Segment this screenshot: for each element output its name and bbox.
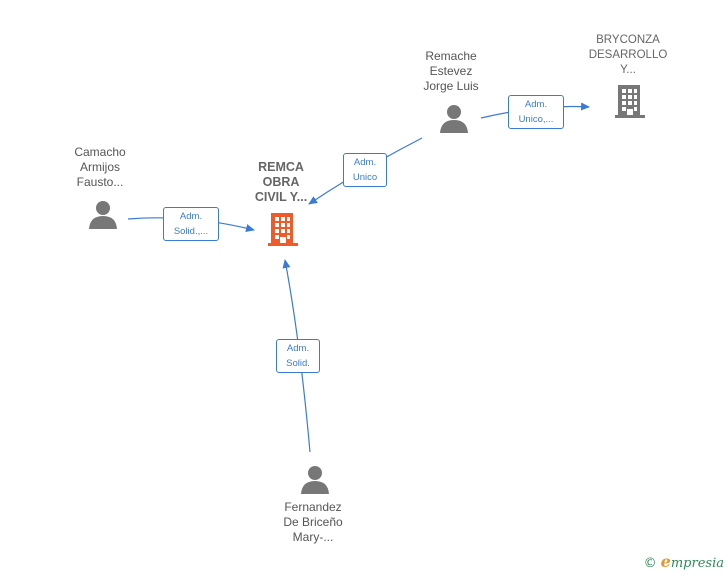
person-fernandez-label[interactable]: Fernandez De Briceño Mary-... (283, 500, 343, 544)
person-camacho-label[interactable]: Camacho Armijos Fausto... (74, 145, 126, 189)
edge-label-remache-remca[interactable]: Adm. Unico (343, 153, 387, 187)
company-bryconza-label[interactable]: BRYCONZA DESARROLLO Y... (588, 34, 668, 76)
person-remache-label[interactable]: Remache Estevez Jorge Luis (423, 49, 479, 93)
building-icon[interactable] (266, 211, 300, 247)
company-remca-label[interactable]: REMCA OBRA CIVIL Y... (254, 160, 308, 204)
person-icon[interactable] (438, 103, 470, 133)
edge-label-remache-bryconza[interactable]: Adm. Unico,... (508, 95, 564, 129)
edge-label-camacho-remca[interactable]: Adm. Solid.,... (163, 207, 219, 241)
brand-footer: ©empresia (644, 552, 724, 571)
brand-name: mpresia (670, 556, 724, 571)
building-icon[interactable] (613, 83, 647, 119)
person-icon[interactable] (87, 199, 119, 229)
copyright-icon: © (643, 556, 657, 571)
brand-initial: e (660, 552, 671, 571)
edge-label-fernandez-remca[interactable]: Adm. Solid. (276, 339, 320, 373)
person-icon[interactable] (299, 464, 331, 494)
